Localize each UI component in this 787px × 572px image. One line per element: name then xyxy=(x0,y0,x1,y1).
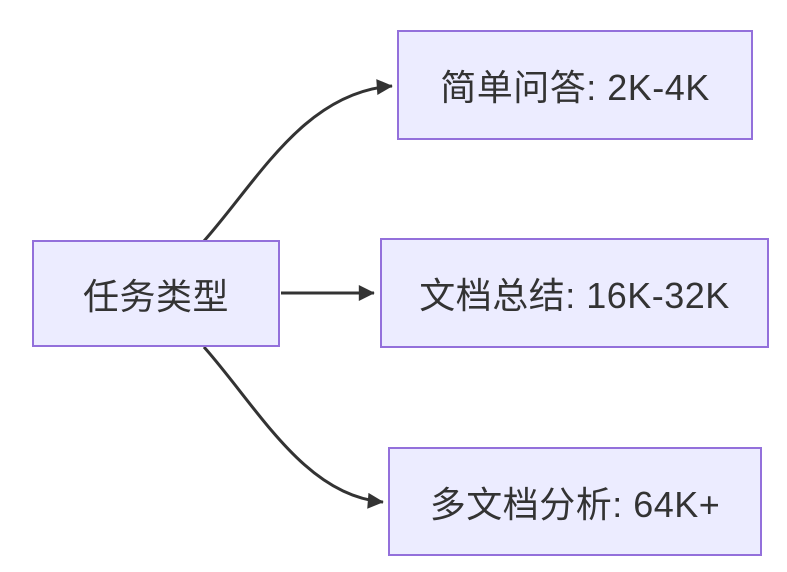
node-multi-doc-label: 多文档分析: 64K+ xyxy=(429,483,721,525)
node-task-type: 任务类型 xyxy=(32,240,280,347)
node-simple-qa-label: 简单问答: 2K-4K xyxy=(440,67,710,108)
node-doc-summary: 文档总结: 16K-32K xyxy=(380,238,769,348)
node-simple-qa: 简单问答: 2K-4K xyxy=(397,30,753,140)
edge-task-type-to-simple-qa xyxy=(202,79,393,242)
node-doc-summary-label: 文档总结: 16K-32K xyxy=(419,275,730,316)
edge-task-type-to-multi-doc xyxy=(202,346,384,509)
node-multi-doc: 多文档分析: 64K+ xyxy=(388,447,762,556)
node-task-type-label: 任务类型 xyxy=(82,275,229,317)
